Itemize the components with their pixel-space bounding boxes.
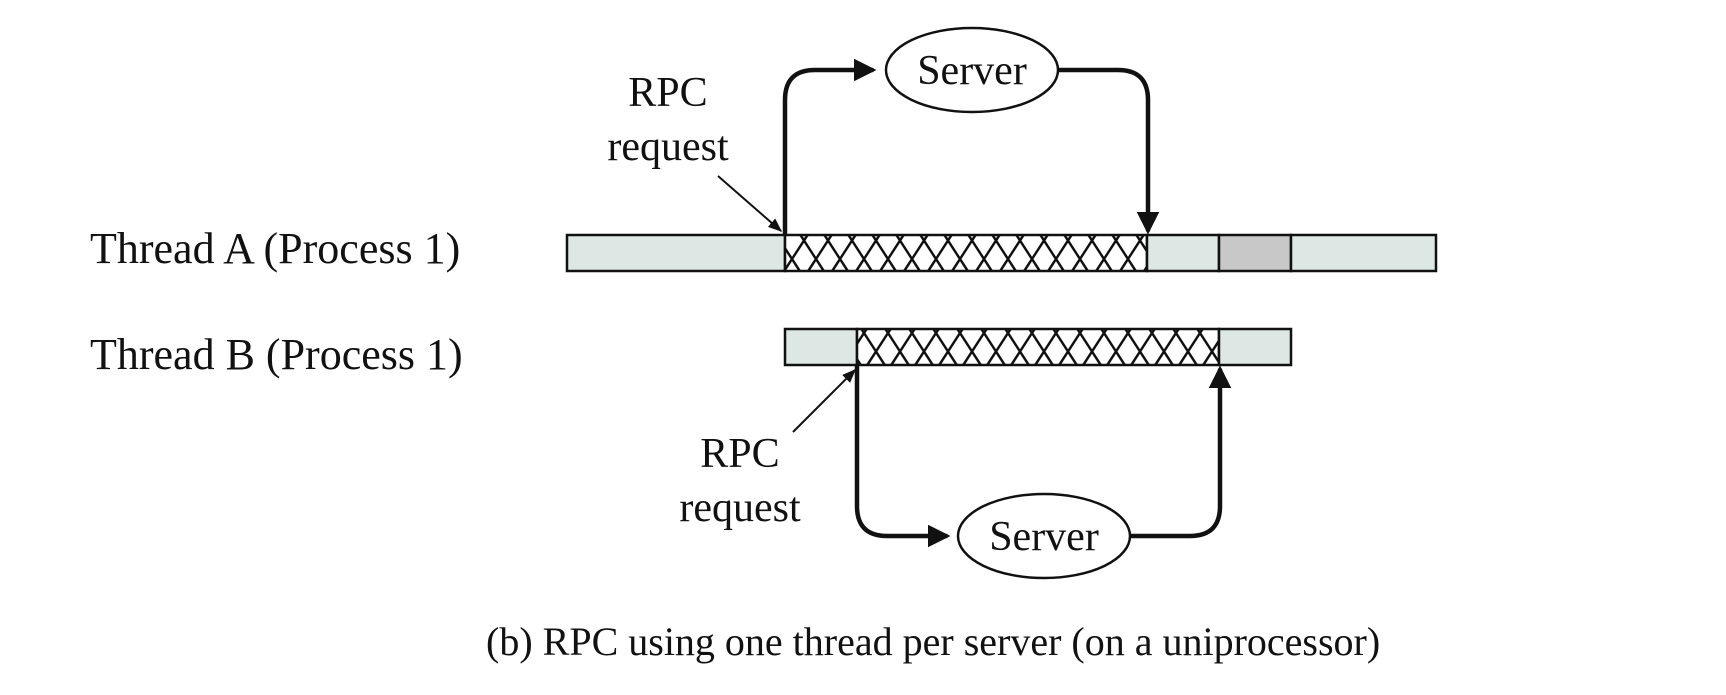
- figure-caption: (b) RPC using one thread per server (on …: [486, 619, 1380, 664]
- thread-b-request-arrow: [854, 364, 951, 548]
- thread-b-bar: [783, 327, 1293, 367]
- thread-a-running-segment: [1289, 233, 1438, 273]
- rpc-request-bottom-line1: RPC: [700, 431, 779, 477]
- thread-b-running-segment: [783, 327, 859, 367]
- thread-a-blocked-segment: [783, 233, 1149, 273]
- thread-b-running-segment: [1217, 327, 1293, 367]
- server-top-ellipse: [884, 26, 1060, 114]
- rpc-request-bottom-line2: request: [679, 485, 801, 531]
- rpc-request-bottom-pointer: [792, 369, 856, 433]
- thread-a-label: Thread A (Process 1): [90, 224, 460, 273]
- thread-a-running-segment: [1145, 233, 1221, 273]
- thread-a-bar: [565, 233, 1438, 273]
- server-bottom-label: Server: [989, 514, 1099, 560]
- rpc-request-top-line1: RPC: [628, 70, 707, 116]
- rpc-request-top-pointer: [717, 175, 783, 232]
- thread-b-blocked-segment: [855, 327, 1221, 367]
- thread-a-request-arrow: [782, 58, 877, 236]
- server-top-label: Server: [917, 48, 1027, 94]
- thread-a-waiting-segment: [1217, 233, 1293, 273]
- rpc-request-top-line2: request: [607, 124, 729, 170]
- thread-a-running-segment: [565, 233, 787, 273]
- thread-b-reply-arrow: [1127, 365, 1232, 539]
- thread-b-label: Thread B (Process 1): [90, 330, 463, 379]
- thread-a-reply-arrow: [1055, 67, 1160, 235]
- server-bottom-ellipse: [956, 492, 1132, 580]
